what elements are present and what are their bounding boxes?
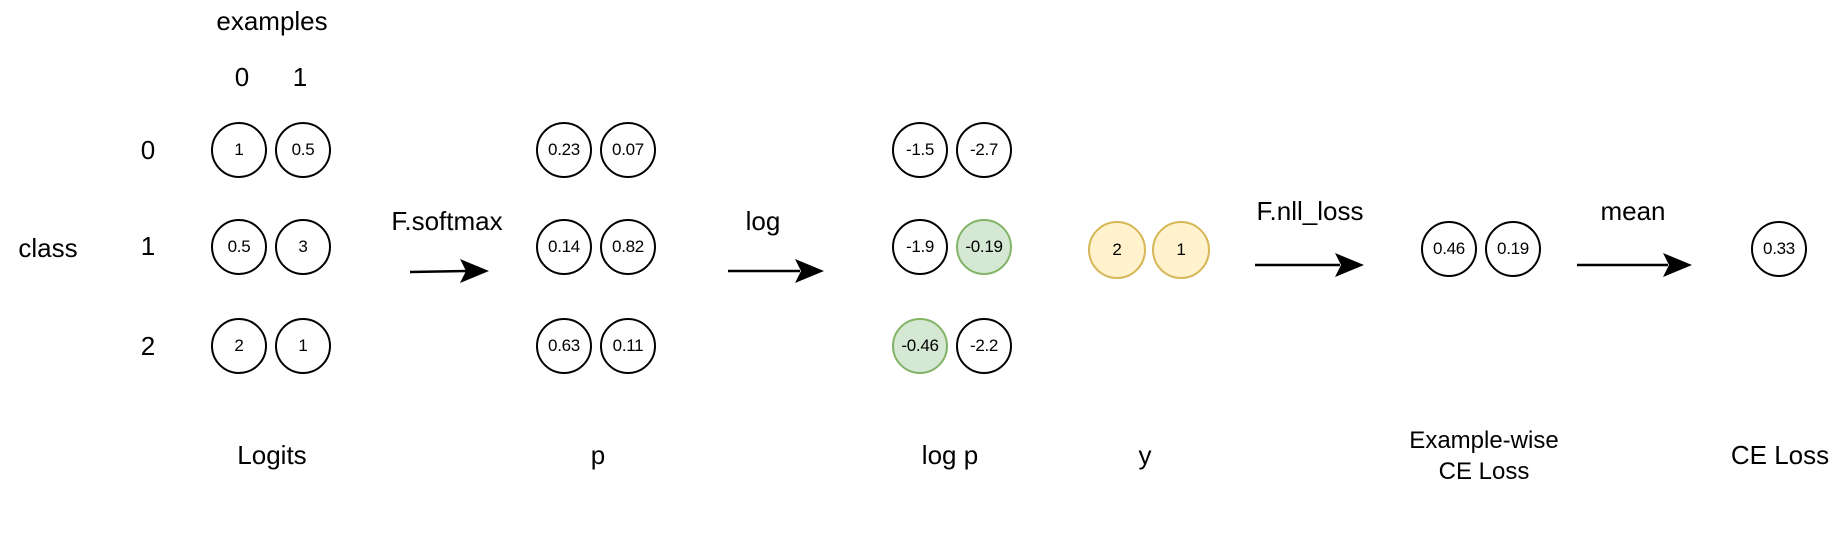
class-axis-label: class xyxy=(18,233,78,264)
mean-label: mean xyxy=(1600,196,1666,227)
log-prob-node: -1.9 xyxy=(892,219,948,275)
ce-loss-node: 0.33 xyxy=(1751,221,1807,277)
target-node: 2 xyxy=(1088,221,1146,279)
example-index-0: 0 xyxy=(234,62,250,93)
log-arrow xyxy=(728,259,824,283)
log-prob-node: -1.5 xyxy=(892,122,948,178)
selected-log-prob-node: -0.19 xyxy=(956,219,1012,275)
example-loss-node: 0.19 xyxy=(1485,221,1541,277)
probability-node: 0.82 xyxy=(600,219,656,275)
y-caption: y xyxy=(1138,440,1152,471)
selected-log-prob-node: -0.46 xyxy=(892,318,948,374)
probability-node: 0.23 xyxy=(536,122,592,178)
nll-loss-arrow xyxy=(1255,253,1364,277)
example-loss-node: 0.46 xyxy=(1421,221,1477,277)
probability-node: 0.63 xyxy=(536,318,592,374)
logits-caption: Logits xyxy=(237,440,307,471)
class-index-2: 2 xyxy=(140,331,156,362)
probability-node: 0.11 xyxy=(600,318,656,374)
target-node: 1 xyxy=(1152,221,1210,279)
p-caption: p xyxy=(590,440,606,471)
probability-node: 0.14 xyxy=(536,219,592,275)
softmax-label: F.softmax xyxy=(391,206,503,237)
probability-node: 0.07 xyxy=(600,122,656,178)
logit-node: 1 xyxy=(275,318,331,374)
logit-node: 3 xyxy=(275,219,331,275)
nll-loss-label: F.nll_loss xyxy=(1256,196,1364,227)
logit-node: 0.5 xyxy=(275,122,331,178)
logit-node: 0.5 xyxy=(211,219,267,275)
example-index-1: 1 xyxy=(292,62,308,93)
softmax-arrow xyxy=(409,259,489,283)
ce-loss-caption: CE Loss xyxy=(1730,440,1830,471)
class-index-0: 0 xyxy=(140,135,156,166)
log-label: log xyxy=(745,206,781,237)
logit-node: 2 xyxy=(211,318,267,374)
log-p-caption: log p xyxy=(921,440,979,471)
class-index-1: 1 xyxy=(140,231,156,262)
mean-arrow xyxy=(1577,253,1692,277)
examples-axis-label: examples xyxy=(216,6,328,37)
logit-node: 1 xyxy=(211,122,267,178)
example-wise-loss-caption: Example-wise CE Loss xyxy=(1409,426,1559,485)
log-prob-node: -2.2 xyxy=(956,318,1012,374)
log-prob-node: -2.7 xyxy=(956,122,1012,178)
